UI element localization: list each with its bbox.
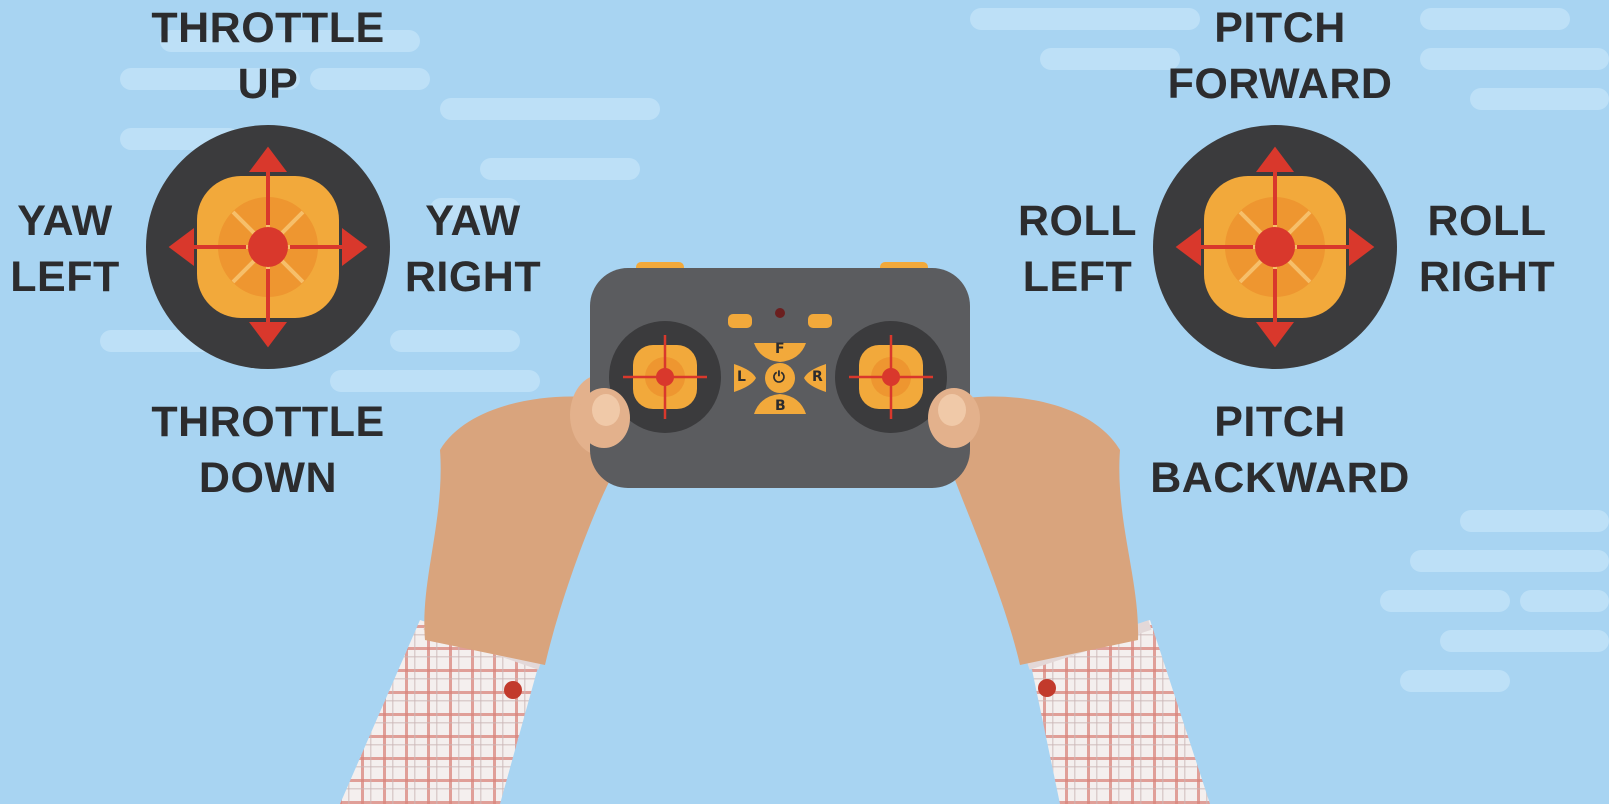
power-button <box>765 363 795 393</box>
left-stick-diagram <box>146 125 390 369</box>
right-stick-diagram <box>1153 125 1397 369</box>
cuff-button-icon <box>1038 679 1056 697</box>
controller <box>590 262 970 488</box>
left-stick-knob <box>248 227 288 267</box>
right-stick-knob <box>1255 227 1295 267</box>
status-led <box>775 308 785 318</box>
cuff-button-icon <box>504 681 522 699</box>
